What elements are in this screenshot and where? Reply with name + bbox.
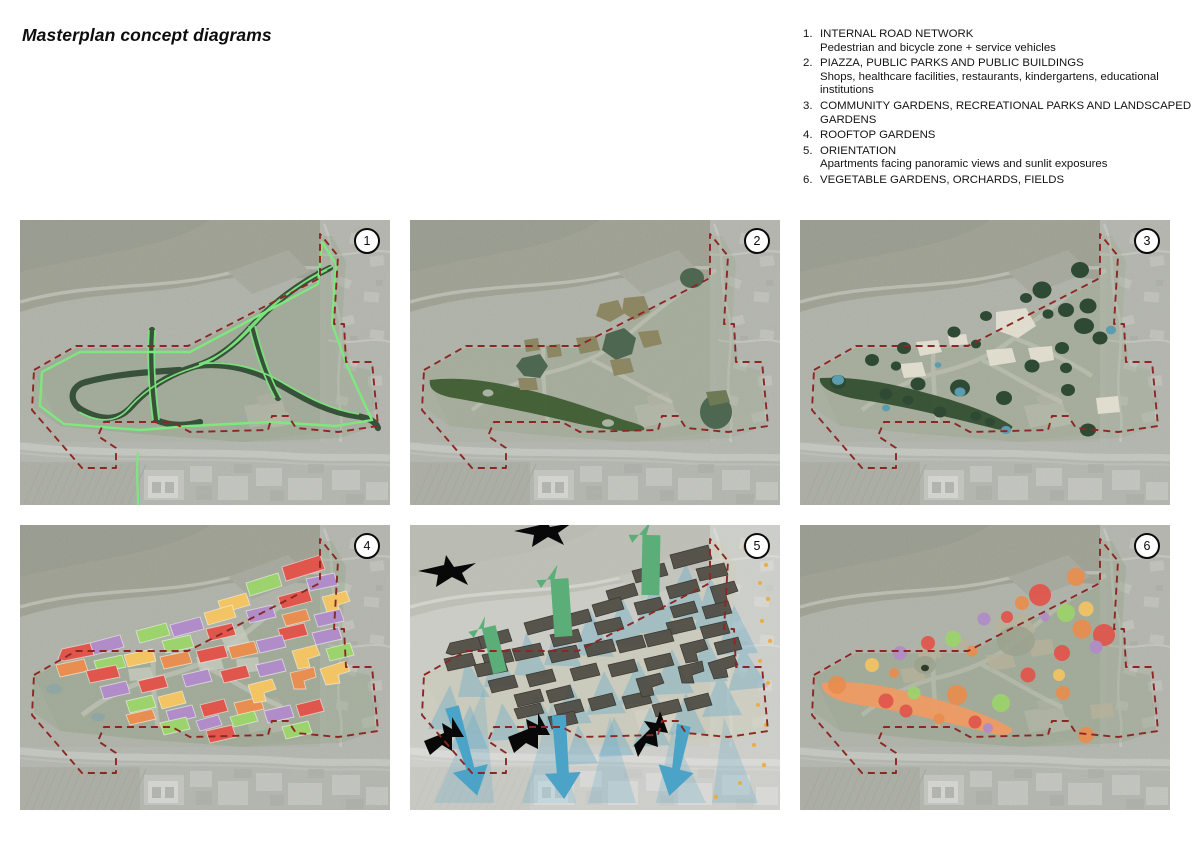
panel-badge-3: 3 xyxy=(1134,228,1160,254)
legend-item-5-number: 5. xyxy=(803,144,813,157)
diagram-panel-community-gardens-recreational-parks: 3 xyxy=(800,220,1170,505)
public-building xyxy=(596,300,624,322)
legend-item-3-number: 3. xyxy=(803,99,813,112)
page-title: Masterplan concept diagrams xyxy=(22,25,272,45)
blue-arrow-southcenter xyxy=(544,714,581,799)
legend-item-2-number: 2. xyxy=(803,57,813,70)
legend-item-6-title: VEGETABLE GARDENS, ORCHARDS, FIELDS xyxy=(820,173,1065,186)
green-arrow-east xyxy=(628,525,661,596)
landscaped-garden-patch-group xyxy=(900,308,1120,414)
piazza-cluster-main xyxy=(576,296,662,376)
public-building xyxy=(638,330,662,348)
public-park-east xyxy=(700,390,732,429)
public-building xyxy=(576,336,600,354)
public-building xyxy=(622,296,650,320)
sun-marker-group xyxy=(713,541,773,800)
public-building xyxy=(518,378,538,390)
legend-list: 1. INTERNAL ROAD NETWORK Pedestrian and … xyxy=(803,28,1193,190)
diagram-panel-rooftop-gardens: 4 xyxy=(20,525,390,810)
black-arrow-glyph-nw xyxy=(418,555,476,587)
legend-item-3: 3. COMMUNITY GARDENS, RECREATIONAL PARKS… xyxy=(803,100,1193,127)
legend-item-4-title: ROOFTOP GARDENS xyxy=(820,129,936,142)
legend-item-1-title: INTERNAL ROAD NETWORK xyxy=(820,28,974,40)
public-building xyxy=(546,344,562,358)
black-arrow-glyph-se xyxy=(634,711,668,757)
park-clearings xyxy=(482,389,614,427)
piazza-center xyxy=(602,328,636,360)
diagram-panel-vegetable-gardens-orchards-fields: 6 xyxy=(800,525,1170,810)
legend-item-6-number: 6. xyxy=(803,173,813,186)
panel-badge-5: 5 xyxy=(744,533,770,559)
panel-badge-4: 4 xyxy=(354,533,380,559)
tree-cluster-group xyxy=(830,262,1108,437)
legend-item-1-subtitle: Pedestrian and bicycle zone + service ve… xyxy=(820,41,1056,54)
public-building xyxy=(524,338,540,352)
legend-item-1: 1. INTERNAL ROAD NETWORK Pedestrian and … xyxy=(803,28,1193,55)
site-access-green xyxy=(136,451,140,505)
legend-item-2-subtitle: Shops, healthcare facilities, restaurant… xyxy=(820,70,1159,97)
legend-item-3-title: COMMUNITY GARDENS, RECREATIONAL PARKS AN… xyxy=(820,99,1192,126)
field-strip-orange xyxy=(821,681,1013,735)
diagram-panel-orientation: 5 xyxy=(410,525,780,810)
legend-item-6: 6. VEGETABLE GARDENS, ORCHARDS, FIELDS xyxy=(803,174,1193,188)
rooftop-garden-blocks xyxy=(55,554,355,744)
piazza-center xyxy=(516,354,548,378)
legend-item-1-number: 1. xyxy=(803,28,813,40)
legend-item-5: 5. ORIENTATION Apartments facing panoram… xyxy=(803,145,1193,172)
legend-item-2: 2. PIAZZA, PUBLIC PARKS AND PUBLIC BUILD… xyxy=(803,57,1193,98)
legend-item-4-number: 4. xyxy=(803,129,813,142)
blue-arrow-southeast xyxy=(658,723,694,796)
legend-item-5-subtitle: Apartments facing panoramic views and su… xyxy=(820,158,1108,171)
panel-badge-2: 2 xyxy=(744,228,770,254)
green-arrow-center xyxy=(536,564,573,638)
black-arrow-glyph-sw xyxy=(424,717,464,755)
black-arrow-glyph-group xyxy=(418,525,668,757)
road-edge-green xyxy=(78,265,360,421)
panel-badge-1: 1 xyxy=(354,228,380,254)
diagram-panel-internal-road-network: 1 xyxy=(20,220,390,505)
green-arrow-west xyxy=(468,616,507,675)
black-arrow-glyph-s xyxy=(508,713,550,753)
piazza-marker xyxy=(921,664,929,672)
vegetable-garden-circle-group xyxy=(828,568,1115,743)
legend-item-4: 4. ROOFTOP GARDENS xyxy=(803,129,1193,143)
public-park xyxy=(680,268,704,288)
green-arrow-group xyxy=(468,525,661,675)
piazza-cluster-secondary xyxy=(516,338,562,390)
black-arrow-glyph-n xyxy=(514,525,570,547)
panel-badge-6: 6 xyxy=(1134,533,1160,559)
public-building xyxy=(610,358,634,376)
linear-park-green xyxy=(819,377,1013,431)
legend-item-5-title: ORIENTATION xyxy=(820,144,897,157)
diagram-panel-piazza-public-parks-public-buildings: 2 xyxy=(410,220,780,505)
legend-item-2-title: PIAZZA, PUBLIC PARKS AND PUBLIC BUILDING… xyxy=(820,57,1084,70)
